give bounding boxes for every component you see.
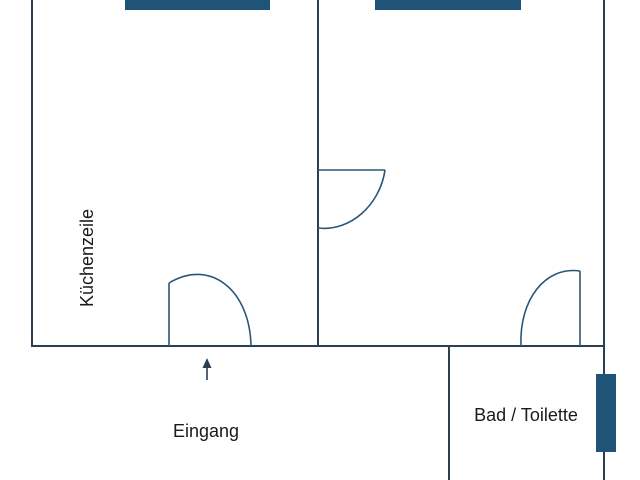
door-entrance — [168, 273, 252, 347]
bathroom-label: Bad / Toilette — [474, 405, 578, 425]
doors — [168, 169, 581, 347]
door-right-room — [520, 269, 581, 347]
window-bathroom — [596, 374, 616, 452]
kitchen-label: Küchenzeile — [77, 208, 97, 308]
door-middle-room — [317, 169, 386, 230]
window-left-room — [125, 0, 270, 10]
windows — [125, 0, 616, 452]
entrance-label: Eingang — [172, 421, 240, 441]
window-right-room — [375, 0, 521, 10]
entrance-arrow — [202, 358, 212, 380]
